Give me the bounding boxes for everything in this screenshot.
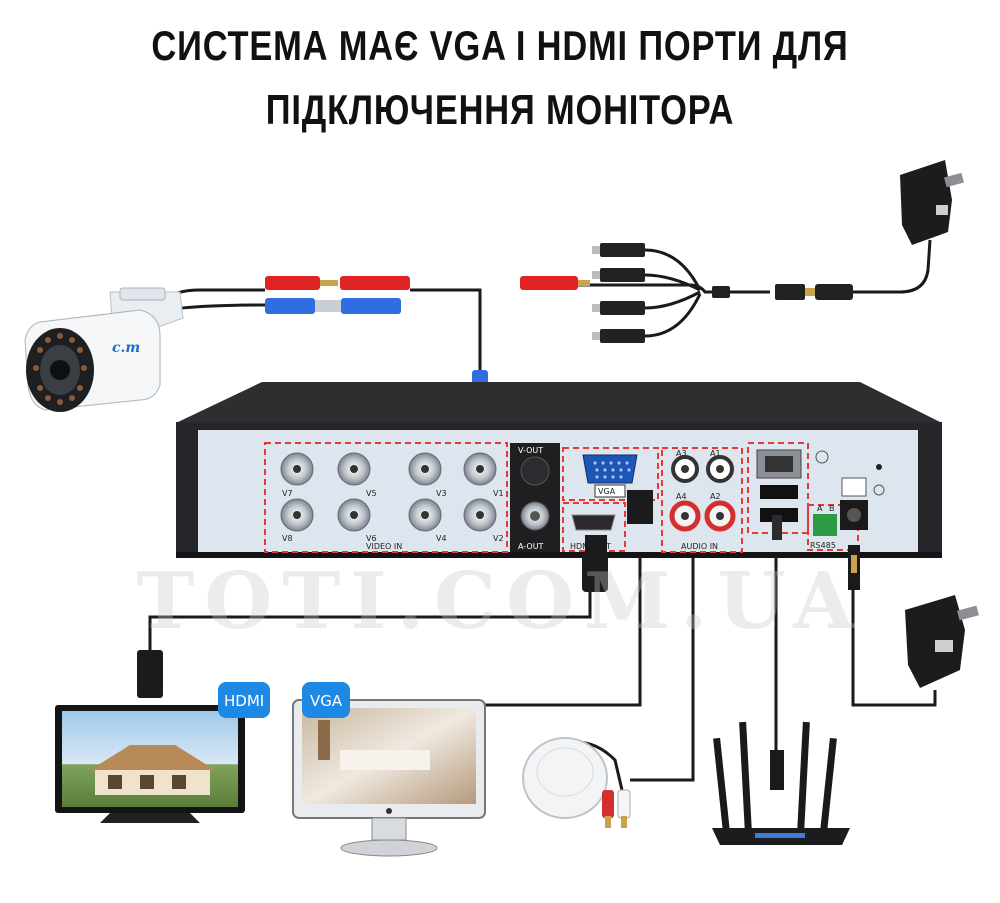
router <box>712 721 850 845</box>
title-line-2: ПІДКЛЮЧЕННЯ МОНІТОРА <box>265 86 735 133</box>
rs485-pin-a: A <box>817 504 823 513</box>
vga-cable <box>485 520 642 707</box>
power-cable-lower <box>851 590 937 707</box>
splitter-2 <box>644 273 701 292</box>
rs485-label: RS485 <box>810 541 836 550</box>
power-cable-main <box>578 283 770 294</box>
audio-cable <box>630 540 695 782</box>
vga-badge: VGA <box>310 692 343 710</box>
cables <box>148 239 937 782</box>
vga-port: VGA <box>562 447 659 524</box>
bullet-camera: c.m <box>24 287 184 412</box>
port-v4: V4 <box>436 534 447 543</box>
rs485-power: A B RS485 <box>807 450 885 590</box>
watermark: TOTI.COM.UA <box>136 556 864 647</box>
title-line-1: СИСТЕМА МАЄ VGA І HDMI ПОРТИ ДЛЯ <box>151 22 849 69</box>
hdmi-port: HDMI OUT <box>562 502 626 592</box>
video-inputs: V7 V5 V3 V1 V8 V6 V4 V2 VIDEO IN <box>264 442 508 553</box>
power-adapter-bottom <box>905 595 979 688</box>
vga-monitor: VGA <box>292 682 486 857</box>
power-adapter-top <box>900 160 964 245</box>
port-a4: A4 <box>676 492 687 501</box>
hdmi-monitor: HDMI <box>55 650 270 823</box>
port-a3: A3 <box>676 449 687 458</box>
port-v5: V5 <box>366 489 377 498</box>
camera-logo: c.m <box>112 340 140 356</box>
bnc-down-cable <box>410 288 482 380</box>
v-out-label: V-OUT <box>518 446 543 455</box>
port-a2: A2 <box>710 492 721 501</box>
port-a1: A1 <box>710 449 721 458</box>
port-v6: V6 <box>366 534 377 543</box>
lan-usb-ports <box>747 442 809 540</box>
audio-inputs: A3 A1 A4 A2 AUDIO IN <box>661 447 743 553</box>
audio-in-label: AUDIO IN <box>681 542 718 551</box>
vga-label: VGA <box>598 487 616 496</box>
port-v1: V1 <box>493 489 504 498</box>
video-in-label: VIDEO IN <box>366 542 402 551</box>
port-v2: V2 <box>493 534 504 543</box>
hdmi-cable <box>148 580 592 650</box>
camera-connectors <box>265 276 590 422</box>
microphone <box>522 737 631 828</box>
splitter-3 <box>644 290 701 310</box>
port-v8: V8 <box>282 534 293 543</box>
port-v7: V7 <box>282 489 293 498</box>
hdmi-badge: HDMI <box>224 692 264 710</box>
power-splitter <box>592 243 853 343</box>
adapter-top-cable <box>850 239 932 294</box>
splitter-4 <box>644 293 702 338</box>
output-ports: V-OUT A-OUT <box>510 443 560 552</box>
a-out-label: A-OUT <box>518 542 544 551</box>
rs485-pin-b: B <box>829 504 835 513</box>
port-v3: V3 <box>436 489 447 498</box>
splitter-1 <box>644 248 702 291</box>
